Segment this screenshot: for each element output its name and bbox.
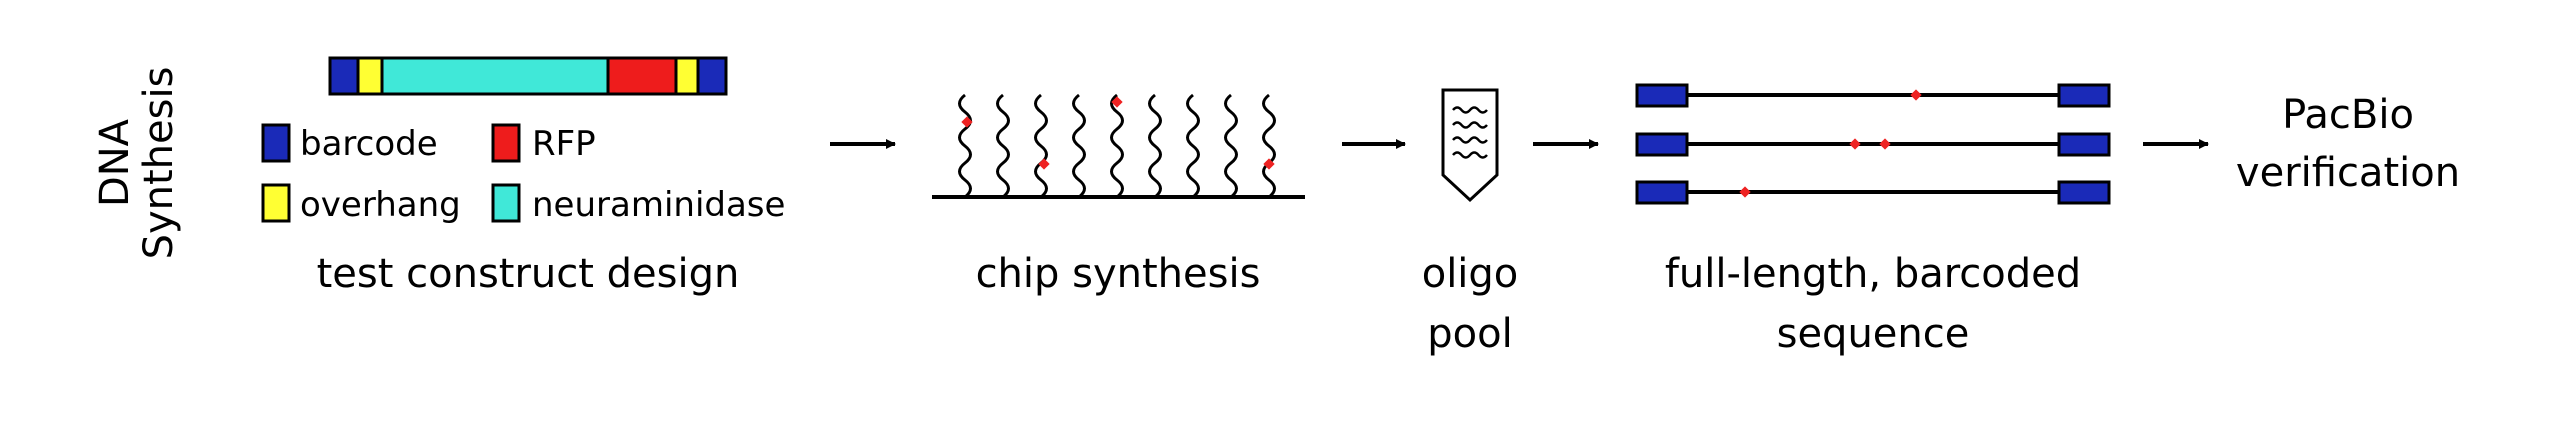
mutation-mark (1849, 138, 1861, 150)
tube-wave (1452, 151, 1488, 159)
tube-oligo-waves (1452, 106, 1488, 159)
step-label-chip: chip synthesis (976, 251, 1261, 297)
mutation-mark (1263, 158, 1275, 170)
step-label-fulllength-line1: full-length, barcoded (1665, 251, 2081, 297)
step-label-pacbio-line2: verification (2236, 150, 2460, 196)
construct-bar (328, 56, 728, 96)
step-label-fulllength-line2: sequence (1777, 311, 1970, 357)
step-label-design: test construct design (317, 251, 740, 297)
oligo-strand (1110, 93, 1124, 199)
oligo-strand (1262, 93, 1276, 199)
sequence-row (1635, 180, 2111, 205)
oligo-strands (958, 93, 1276, 199)
legend-overhang-swatch (261, 183, 291, 223)
mutation-mark (1910, 89, 1922, 101)
chip-synthesis-illustration (932, 93, 1305, 199)
barcode-right (2057, 132, 2111, 157)
full-length-sequences (1635, 83, 2111, 205)
oligo-strand (1148, 93, 1162, 199)
tube-wave (1452, 106, 1488, 114)
oligo-strand (1224, 93, 1238, 199)
barcode-left (1635, 180, 1689, 205)
construct-rfp (606, 56, 678, 96)
step-label-pool-line2: pool (1427, 311, 1512, 357)
sequence-row (1635, 132, 2111, 157)
mutation-mark (1879, 138, 1891, 150)
barcode-right (2057, 180, 2111, 205)
barcode-left (1635, 83, 1689, 108)
sequence-row (1635, 83, 2111, 108)
construct-barcode-right (696, 56, 728, 96)
oligo-strand (996, 93, 1010, 199)
barcode-right (2057, 83, 2111, 108)
tube-wave (1452, 121, 1488, 129)
step-label-pool-line1: oligo (1422, 251, 1519, 297)
side-label-line2: Synthesis (136, 67, 182, 260)
tube-outline (1441, 88, 1499, 203)
legend-neuraminidase-label: neuraminidase (532, 185, 785, 225)
construct-overhang-right (674, 56, 700, 96)
barcode-left (1635, 132, 1689, 157)
mutation-mark (1111, 96, 1123, 108)
mutation-mark (1038, 158, 1050, 170)
legend-barcode-label: barcode (300, 124, 438, 164)
construct-barcode-left (328, 56, 360, 96)
legend-rfp-swatch (491, 123, 521, 163)
oligo-strand (1072, 93, 1086, 199)
construct-overhang-left (356, 56, 384, 96)
mutation-mark (1739, 186, 1751, 198)
legend-rfp-label: RFP (532, 124, 596, 164)
construct-neuraminidase (380, 56, 610, 96)
side-label: DNA Synthesis (92, 67, 182, 260)
side-label-line1: DNA (92, 118, 138, 207)
oligo-strand (1186, 93, 1200, 199)
oligo-strand (1034, 93, 1048, 199)
legend: barcode RFP overhang neuraminidase (261, 123, 785, 225)
legend-barcode-swatch (261, 123, 291, 163)
step-label-pacbio-line1: PacBio (2282, 92, 2414, 138)
oligo-pool-tube (1441, 88, 1499, 203)
legend-overhang-label: overhang (300, 185, 461, 225)
legend-neuraminidase-swatch (491, 183, 521, 223)
oligo-strand (958, 93, 972, 199)
tube-wave (1452, 136, 1488, 144)
